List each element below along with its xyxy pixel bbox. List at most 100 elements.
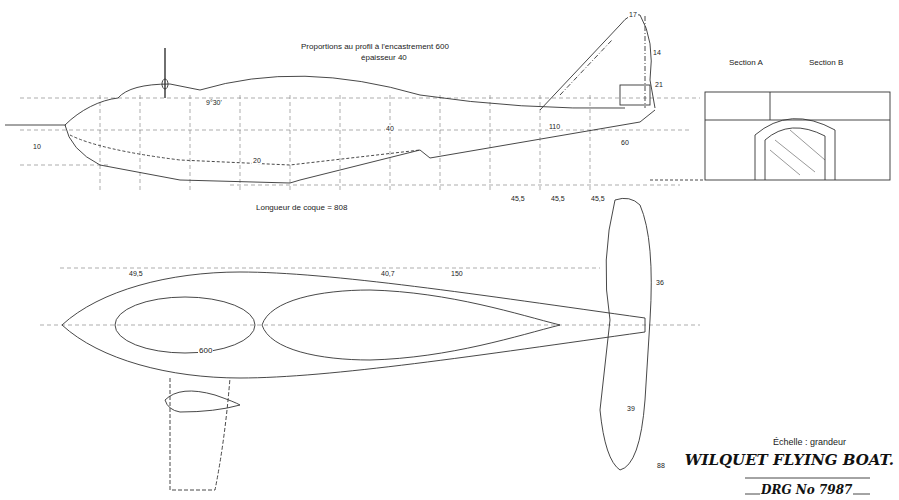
dimension-label: 88 bbox=[656, 455, 666, 471]
propeller bbox=[164, 48, 165, 98]
dimension-label: 14 bbox=[652, 42, 662, 58]
dimension-text: 17 bbox=[628, 11, 638, 18]
dimension-label: 150 bbox=[450, 263, 464, 279]
dimension-label: 39 bbox=[626, 398, 636, 414]
drawing-line bbox=[790, 130, 825, 160]
drawing-line bbox=[770, 150, 800, 175]
float bbox=[165, 391, 240, 412]
section-profile-inner bbox=[765, 128, 825, 180]
drawing-line bbox=[20, 165, 110, 166]
dimension-text: 110 bbox=[548, 123, 561, 130]
underline bbox=[745, 478, 870, 479]
dimension-text: 40,7 bbox=[380, 270, 396, 277]
drawing-line bbox=[490, 95, 491, 190]
drawing-line bbox=[775, 140, 815, 172]
dimension-label: 21 bbox=[654, 74, 664, 90]
dimension-text: 150 bbox=[450, 270, 464, 277]
dimension-label: Échelle : grandeur bbox=[772, 432, 847, 448]
drawing-line bbox=[340, 95, 341, 190]
dimension-text: 36 bbox=[655, 279, 665, 286]
dimension-text: Proportions au profil à l'encastrement 6… bbox=[300, 42, 450, 51]
dimension-label: Section A bbox=[728, 52, 764, 68]
hull-bottom bbox=[65, 110, 655, 183]
drawing-line bbox=[590, 95, 591, 190]
propeller-hub bbox=[162, 79, 168, 89]
fin bbox=[540, 14, 655, 110]
dimension-text: 9°30' bbox=[205, 99, 223, 106]
wing-stub bbox=[170, 378, 230, 490]
section-line bbox=[770, 92, 771, 120]
section-line bbox=[705, 120, 890, 121]
drawing-title: WILQUET FLYING BOAT. bbox=[684, 451, 895, 469]
section-frame bbox=[705, 92, 890, 180]
dimension-text: 21 bbox=[654, 81, 664, 88]
dimension-text: 40 bbox=[385, 125, 395, 132]
dimension-line bbox=[650, 180, 705, 181]
drawing-line bbox=[390, 95, 391, 190]
tail-box bbox=[620, 85, 650, 105]
drawing-line bbox=[290, 95, 291, 190]
dimension-label: 45,5 bbox=[510, 188, 526, 204]
dimension-text: 88 bbox=[656, 462, 666, 469]
dimension-text: Longueur de coque = 808 bbox=[255, 203, 348, 212]
dimension-label: 20 bbox=[252, 150, 262, 166]
dimension-text: 39 bbox=[626, 405, 636, 412]
section-profile bbox=[755, 119, 835, 180]
drawing-line bbox=[140, 95, 141, 190]
dimension-label: 600 bbox=[198, 340, 213, 356]
dimension-text: 600 bbox=[198, 346, 213, 355]
dimension-text: Section A bbox=[728, 58, 764, 67]
dimension-label: 110 bbox=[548, 116, 561, 132]
rudder-line bbox=[645, 16, 646, 108]
dimension-label: Longueur de coque = 808 bbox=[255, 197, 348, 213]
dimension-text: épaisseur 40 bbox=[360, 53, 408, 62]
title-block: DRG No 7987 bbox=[760, 481, 853, 497]
dimension-text: Échelle : grandeur bbox=[772, 437, 847, 447]
tailplane bbox=[600, 198, 651, 470]
dimension-text: 20 bbox=[252, 157, 262, 164]
cockpit-outline bbox=[115, 297, 255, 353]
plan-reference-lines bbox=[40, 268, 700, 325]
dimension-label: 36 bbox=[655, 272, 665, 288]
drawing-line bbox=[60, 268, 600, 269]
dimension-label: 9°30' bbox=[205, 92, 223, 108]
hull-top bbox=[65, 76, 625, 125]
wing-root-outline bbox=[262, 290, 560, 360]
chine-line bbox=[70, 135, 420, 165]
dimension-label: 49,5 bbox=[128, 263, 144, 279]
dimension-label: 40 bbox=[385, 118, 395, 134]
dimension-text: 49,5 bbox=[128, 270, 144, 277]
dimension-label: 40,7 bbox=[380, 263, 396, 279]
drawing-line bbox=[240, 95, 241, 190]
nose-line bbox=[5, 125, 66, 126]
dimension-text: 10 bbox=[32, 143, 42, 150]
dimension-text: Section B bbox=[808, 58, 844, 67]
drawing-line bbox=[20, 98, 700, 99]
dimension-text: 14 bbox=[652, 49, 662, 56]
title-block: WILQUET FLYING BOAT. bbox=[684, 452, 895, 468]
drawing-title: DRG No 7987 bbox=[760, 483, 853, 497]
dimension-label: épaisseur 40 bbox=[360, 47, 408, 63]
dimension-text: 45,5 bbox=[590, 195, 606, 202]
dimension-text: 45,5 bbox=[510, 195, 526, 202]
dimension-label: 17 bbox=[628, 4, 638, 20]
drawing-line bbox=[40, 325, 700, 326]
dimension-label: 10 bbox=[32, 136, 42, 152]
drawing-line bbox=[100, 95, 101, 190]
drawing-line bbox=[230, 185, 680, 186]
hatching bbox=[770, 130, 825, 175]
dimension-label: 45,5 bbox=[550, 188, 566, 204]
dimension-label: Proportions au profil à l'encastrement 6… bbox=[300, 36, 450, 52]
fin-chord bbox=[560, 40, 612, 95]
drawing-line bbox=[190, 95, 191, 190]
dimension-label: Section B bbox=[808, 52, 844, 68]
dimension-label: 45,5 bbox=[590, 188, 606, 204]
dimension-text: 45,5 bbox=[550, 195, 566, 202]
reference-lines bbox=[20, 95, 700, 190]
drawing-line bbox=[440, 95, 441, 190]
plan-outline bbox=[62, 272, 645, 378]
dimension-text: 60 bbox=[620, 139, 630, 146]
dimension-label: 60 bbox=[620, 132, 630, 148]
